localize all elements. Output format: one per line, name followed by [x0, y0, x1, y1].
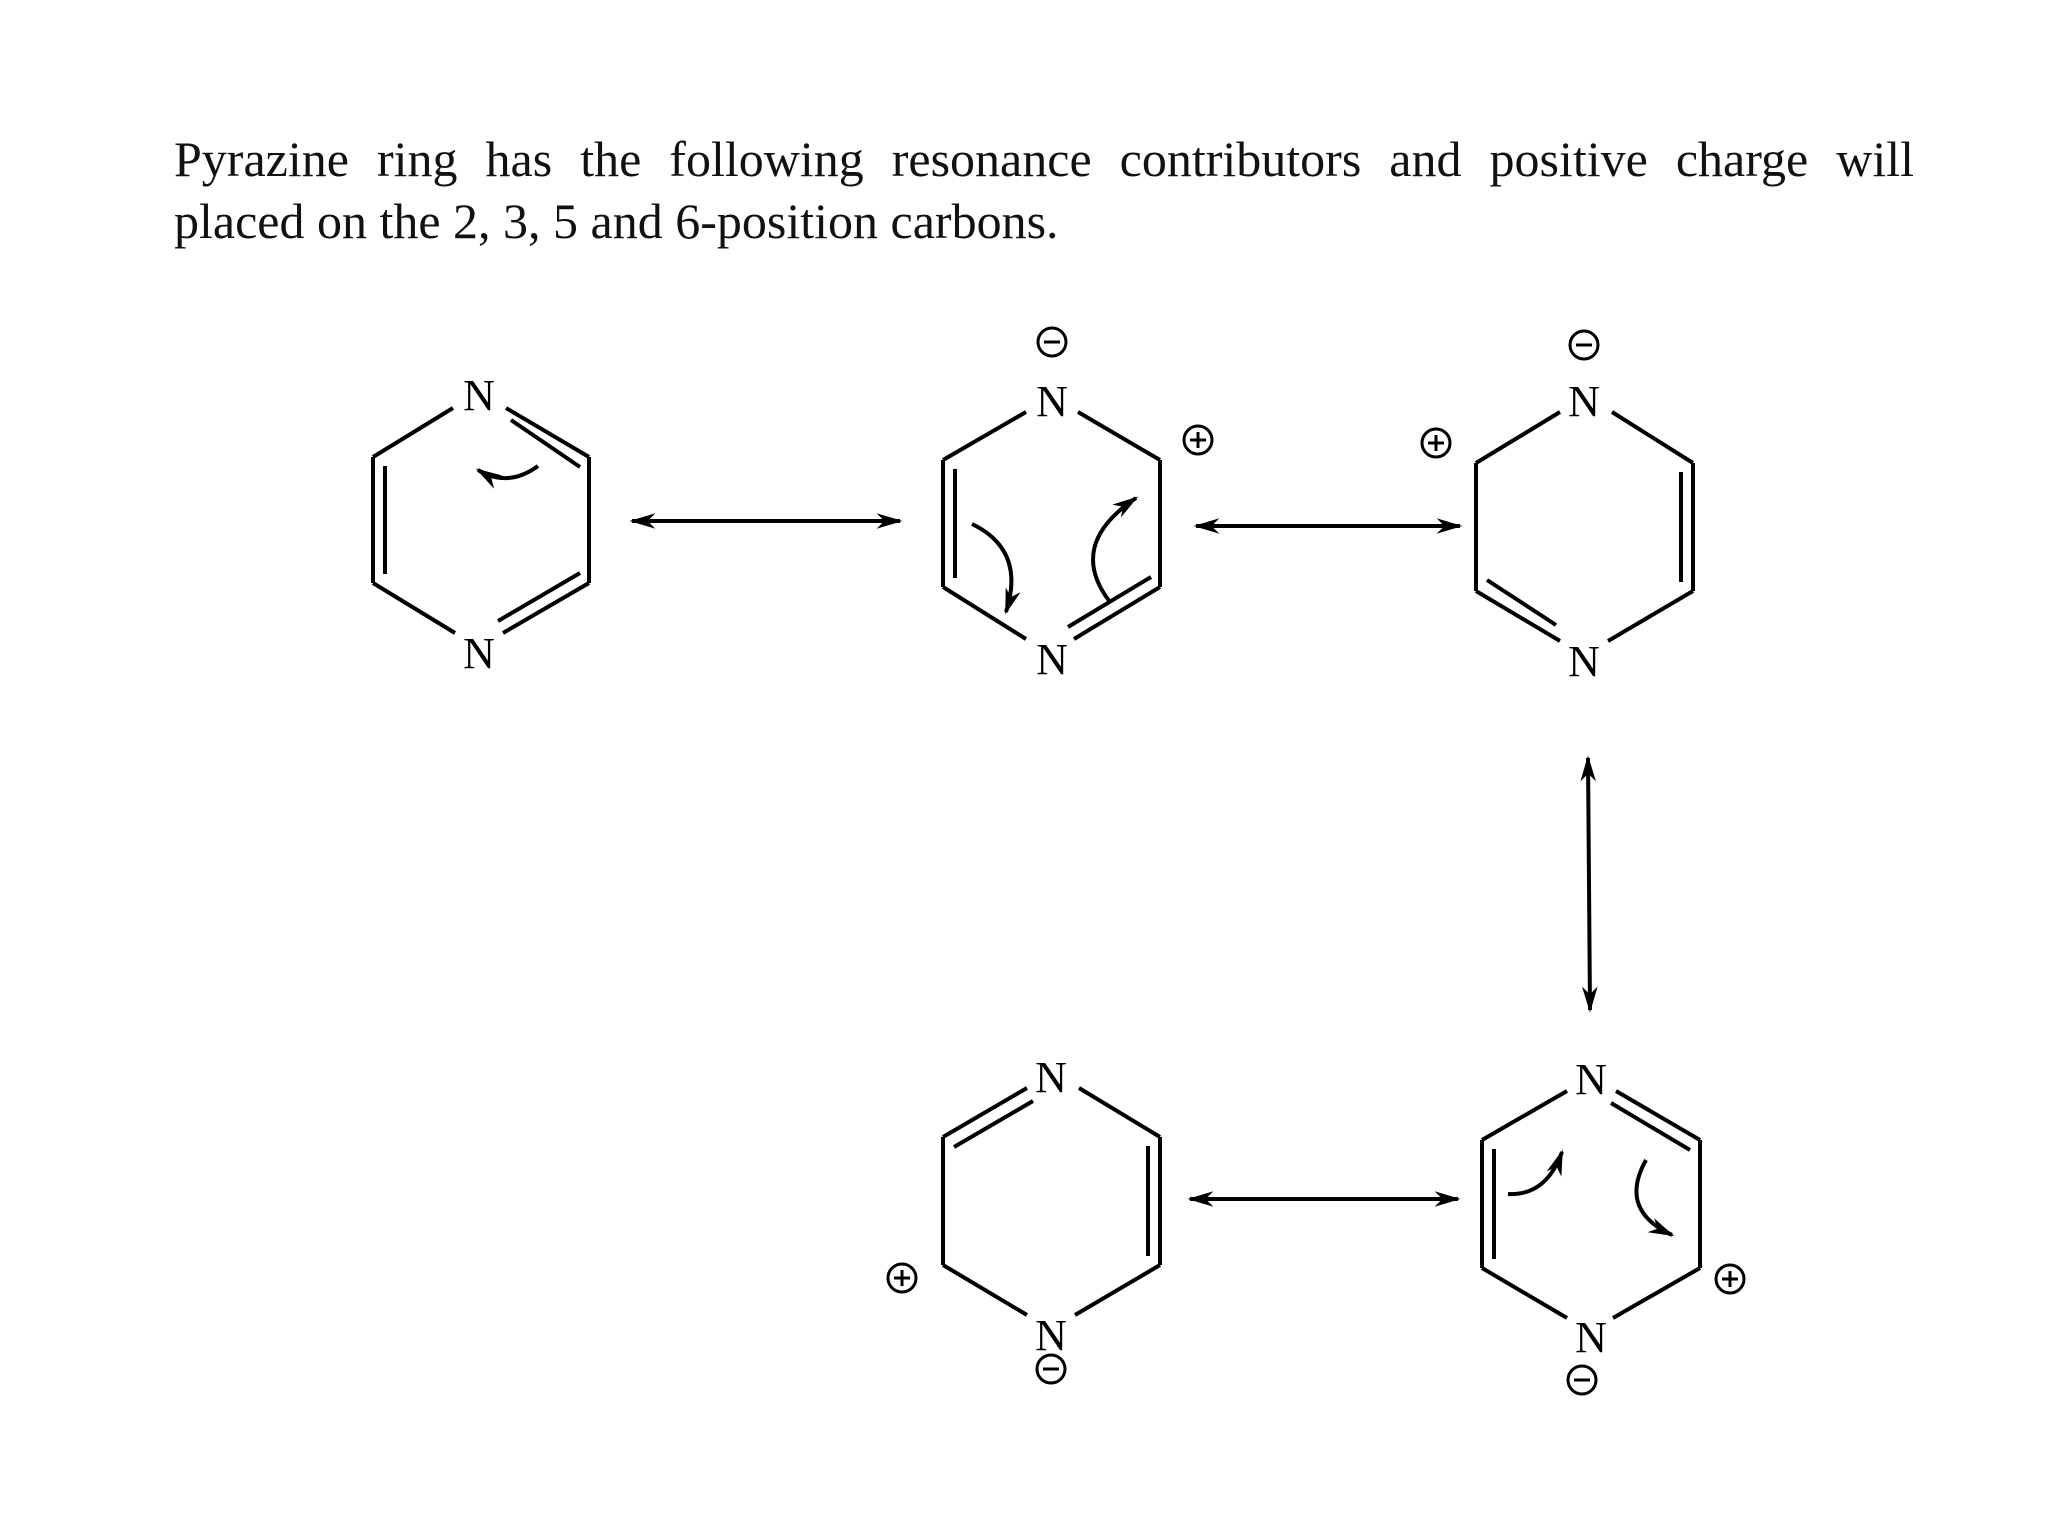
structure-resonance-4 — [1480, 1089, 1702, 1320]
nitrogen-atom-label: N — [463, 371, 495, 420]
nitrogen-atom-label: N — [1575, 1313, 1607, 1362]
negative-charge — [1568, 329, 1600, 361]
positive-charge — [1714, 1263, 1746, 1295]
structure-resonance-3 — [1474, 410, 1695, 643]
nitrogen-atom-label: N — [1036, 635, 1068, 684]
negative-charge — [1036, 326, 1068, 358]
positive-charge — [1420, 427, 1452, 459]
nitrogen-atom-label: N — [1575, 1055, 1607, 1104]
positive-charge — [1182, 424, 1214, 456]
nitrogen-atom-label: N — [463, 629, 495, 678]
nitrogen-atom-label: N — [1036, 377, 1068, 426]
structure-resonance-5 — [941, 1086, 1162, 1317]
caption-line-2: placed on the 2, 3, 5 and 6-position car… — [174, 193, 1059, 249]
caption-line-1: Pyrazine ring has the following resonanc… — [174, 131, 1914, 187]
nitrogen-atom-label: N — [1035, 1311, 1067, 1360]
negative-charge — [1035, 1353, 1067, 1385]
positive-charge — [886, 1262, 918, 1294]
structure-pyrazine-neutral — [371, 406, 591, 635]
resonance-arrow — [1580, 755, 1598, 1013]
negative-charge — [1566, 1364, 1598, 1396]
nitrogen-atom-label: N — [1568, 637, 1600, 686]
nitrogen-atom-label: N — [1568, 377, 1600, 426]
structure-resonance-2 — [941, 410, 1162, 641]
nitrogen-atom-label: N — [1035, 1053, 1067, 1102]
caption: Pyrazine ring has the following resonanc… — [174, 128, 1914, 252]
